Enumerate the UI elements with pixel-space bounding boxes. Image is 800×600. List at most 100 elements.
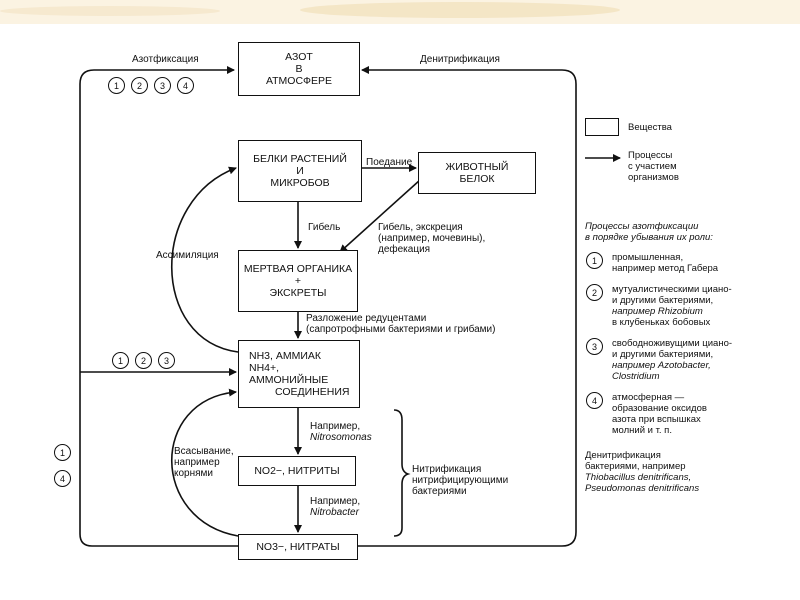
denitrification-loop-line	[358, 66, 577, 547]
legend-item-2-line-2: и другими бактериями,	[612, 295, 714, 306]
decomposition-2: (сапротрофными бактериями и грибами)	[306, 324, 496, 335]
legend-processes-2: с участием	[628, 161, 677, 172]
nitrification-1: Нитрификация	[412, 464, 482, 475]
circle-mid-2: 2	[135, 352, 152, 369]
animal-line-2: БЕЛОК	[459, 173, 495, 185]
atmosphere-line-1: АЗОТ	[285, 51, 313, 63]
denitrification-note-4: Pseudomonas denitrificans	[585, 483, 700, 494]
box-ammonia: NH3, АММИАК NH4+, АММОНИЙНЫЕ СОЕДИНЕНИЯ	[238, 340, 360, 408]
slide-top-decoration	[0, 0, 800, 24]
label-nitrobacter: Например, Nitrobacter	[310, 496, 360, 518]
decomposition-1: Разложение редуцентами	[306, 313, 427, 324]
legend-item-2-line-1: мутуалистическими циано-	[612, 284, 732, 295]
legend-denitrification-note: Денитрификация бактериями, например Thio…	[585, 450, 699, 494]
circle-mid-1: 1	[112, 352, 129, 369]
dead-line-2: +	[294, 275, 302, 287]
legend-item-2-line-3: например Rhizobium	[612, 306, 703, 317]
legend-item-4-line-4: молний и т. п.	[612, 425, 672, 436]
label-absorption: Всасывание, например корнями	[174, 446, 234, 479]
denitrification-note-1: Денитрификация	[585, 450, 661, 461]
legend-item-4-line-3: азота при вспышках	[612, 414, 701, 425]
dead-line-3: ЭКСКРЕТЫ	[269, 287, 327, 299]
legend-substances-label: Вещества	[628, 122, 672, 133]
box-dead-organic: МЕРТВАЯ ОРГАНИКА + ЭКСКРЕТЫ	[238, 250, 358, 312]
legend-processes-label: Процессы с участием организмов	[628, 150, 679, 183]
absorption-3: корнями	[174, 468, 214, 479]
nitrification-brace	[393, 409, 411, 537]
circle-top-3: 3	[154, 77, 171, 94]
box-nitrates: NO3−, НИТРАТЫ	[238, 534, 358, 560]
label-assimilation: Ассимиляция	[156, 250, 219, 261]
legend-circle-3: 3	[586, 338, 603, 355]
denitrification-note-3: Thiobacillus denitrificans,	[585, 472, 692, 483]
nitrosomonas-1: Например,	[310, 421, 361, 432]
legend-item-3-line-4: Clostridium	[612, 371, 660, 382]
nitrates-text: NO3−, НИТРАТЫ	[256, 541, 340, 553]
legend-fixation-title: Процессы азотфиксации в порядке убывания…	[585, 221, 713, 243]
animal-line-1: ЖИВОТНЫЙ	[445, 161, 509, 173]
legend-item-1-line-1: промышленная,	[612, 252, 684, 263]
circle-top-4: 4	[177, 77, 194, 94]
nitrification-3: бактериями	[412, 486, 467, 497]
legend-item-3-line-1: свободноживущими циано-	[612, 338, 733, 349]
legend-processes-3: организмов	[628, 172, 679, 183]
nitrobacter-2: Nitrobacter	[310, 507, 359, 518]
box-nitrites: NO2−, НИТРИТЫ	[238, 456, 356, 486]
fixation-loop-line	[79, 66, 238, 547]
circle-left-1: 1	[54, 444, 71, 461]
legend-processes-1: Процессы	[628, 150, 673, 161]
box-animal-protein: ЖИВОТНЫЙ БЕЛОК	[418, 152, 536, 194]
legend-item-4: атмосферная — образование оксидов азота …	[612, 392, 707, 436]
absorption-arrow	[170, 388, 239, 537]
legend-item-4-line-1: атмосферная —	[612, 392, 685, 403]
nitrification-2: нитрифицирующими	[412, 475, 509, 486]
legend-item-2-line-4: в клубеньках бобовых	[612, 317, 711, 328]
nitrobacter-1: Например,	[310, 496, 361, 507]
ammonia-line-1: NH3, АММИАК	[249, 350, 322, 362]
assimilation-arrow	[170, 166, 239, 353]
absorption-2: например	[174, 457, 220, 468]
atmosphere-line-2: В	[295, 63, 303, 75]
label-denitrification: Денитрификация	[420, 54, 500, 65]
legend-circle-4: 4	[586, 392, 603, 409]
circle-left-4: 4	[54, 470, 71, 487]
animal-death-arrow	[339, 179, 421, 253]
plant-line-3: МИКРОБОВ	[270, 177, 330, 189]
label-decomposition: Разложение редуцентами (сапротрофными ба…	[306, 313, 495, 335]
label-nitrosomonas: Например, Nitrosomonas	[310, 421, 372, 443]
label-death-excretion: Гибель, экскреция (например, мочевины), …	[378, 222, 485, 255]
label-nitrification: Нитрификация нитрифицирующими бактериями	[412, 464, 508, 497]
legend-item-3-line-2: и другими бактериями,	[612, 349, 714, 360]
nitrites-text: NO2−, НИТРИТЫ	[254, 465, 340, 477]
denitrification-note-2: бактериями, например	[585, 461, 686, 472]
label-death: Гибель	[308, 222, 341, 233]
legend-fixation-title-2: в порядке убывания их роли:	[585, 232, 713, 243]
legend-item-1: промышленная, например метод Габера	[612, 252, 718, 274]
label-grazing: Поедание	[366, 157, 413, 168]
ammonia-line-3: СОЕДИНЕНИЯ	[275, 386, 350, 398]
circle-top-1: 1	[108, 77, 125, 94]
dead-line-1: МЕРТВАЯ ОРГАНИКА	[243, 263, 353, 275]
legend-circle-2: 2	[586, 284, 603, 301]
legend-item-1-line-2: например метод Габера	[612, 263, 719, 274]
legend-item-2: мутуалистическими циано- и другими бакте…	[612, 284, 732, 328]
circle-top-2: 2	[131, 77, 148, 94]
box-atmosphere: АЗОТ В АТМОСФЕРЕ	[238, 42, 360, 96]
label-nitrogen-fixation: Азотфиксация	[132, 54, 199, 65]
nitrosomonas-2: Nitrosomonas	[310, 432, 372, 443]
atmosphere-line-3: АТМОСФЕРЕ	[265, 75, 333, 87]
box-plant-protein: БЕЛКИ РАСТЕНИЙ И МИКРОБОВ	[238, 140, 362, 202]
legend-circle-1: 1	[586, 252, 603, 269]
death-excretion-2: (например, мочевины),	[378, 233, 486, 244]
plant-line-1: БЕЛКИ РАСТЕНИЙ	[253, 153, 347, 165]
circle-mid-3: 3	[158, 352, 175, 369]
absorption-1: Всасывание,	[174, 446, 234, 457]
legend-item-4-line-2: образование оксидов	[612, 403, 707, 414]
death-excretion-3: дефекация	[378, 244, 431, 255]
legend-item-3: свободноживущими циано- и другими бактер…	[612, 338, 732, 382]
legend-substance-box	[585, 118, 619, 136]
plant-line-2: И	[296, 165, 304, 177]
legend-item-3-line-3: например Azotobacter,	[612, 360, 711, 371]
death-excretion-1: Гибель, экскреция	[378, 222, 463, 233]
